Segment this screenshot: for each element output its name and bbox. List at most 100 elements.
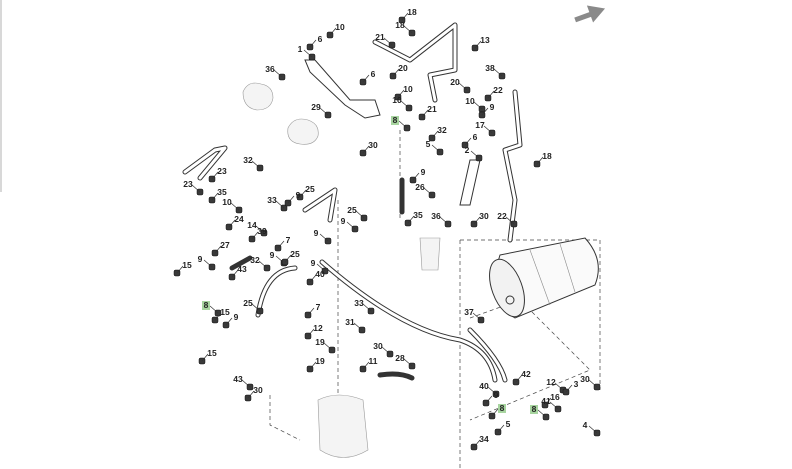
callout-30[interactable]: 30 — [253, 385, 263, 395]
callout-18[interactable]: 18 — [407, 7, 417, 17]
leader-line — [176, 265, 184, 274]
leader-line — [472, 312, 482, 321]
callout-15[interactable]: 15 — [207, 348, 217, 358]
callout-36[interactable]: 36 — [431, 211, 441, 221]
callout-38[interactable]: 38 — [485, 63, 495, 73]
callout-39[interactable]: 39 — [257, 226, 267, 236]
leader-line — [277, 240, 285, 249]
callout-10[interactable]: 10 — [465, 96, 475, 106]
callout-7[interactable]: 7 — [316, 302, 321, 312]
callout-9[interactable]: 9 — [421, 167, 426, 177]
callout-12[interactable]: 12 — [546, 377, 556, 387]
callout-25[interactable]: 25 — [290, 249, 300, 259]
callout-26[interactable]: 26 — [415, 182, 425, 192]
callout-9[interactable]: 9 — [494, 390, 499, 400]
callout-35[interactable]: 35 — [413, 210, 423, 220]
callout-6[interactable]: 6 — [318, 34, 323, 44]
callout-34[interactable]: 34 — [479, 434, 489, 444]
callout-1[interactable]: 1 — [298, 44, 303, 54]
callout-30[interactable]: 30 — [368, 140, 378, 150]
callout-6[interactable]: 6 — [473, 132, 478, 142]
leader-line — [362, 145, 370, 154]
arrow-right-icon[interactable] — [572, 0, 608, 28]
callout-13[interactable]: 13 — [480, 35, 490, 45]
callout-30[interactable]: 30 — [479, 211, 489, 221]
callout-11[interactable]: 11 — [369, 356, 378, 366]
callout-20[interactable]: 20 — [450, 77, 460, 87]
callout-9[interactable]: 9 — [314, 228, 319, 238]
callout-41[interactable]: 41 — [541, 396, 551, 406]
callout-15[interactable]: 15 — [220, 307, 230, 317]
callout-27[interactable]: 27 — [220, 240, 230, 250]
callout-23[interactable]: 23 — [183, 179, 193, 189]
callout-10[interactable]: 10 — [403, 84, 413, 94]
callout-40[interactable]: 40 — [315, 269, 325, 279]
callout-22[interactable]: 22 — [497, 211, 507, 221]
callout-43[interactable]: 43 — [237, 264, 247, 274]
leader-line — [362, 303, 372, 312]
callout-2[interactable]: 2 — [465, 145, 470, 155]
callout-29[interactable]: 29 — [311, 102, 321, 112]
callout-23[interactable]: 23 — [217, 166, 227, 176]
callout-33[interactable]: 33 — [267, 195, 277, 205]
callout-15[interactable]: 15 — [182, 260, 192, 270]
callout-8[interactable]: 8 — [500, 403, 505, 413]
callout-9[interactable]: 9 — [341, 216, 346, 226]
callout-30[interactable]: 30 — [373, 341, 383, 351]
callout-16[interactable]: 16 — [550, 392, 560, 402]
leader-line — [493, 68, 503, 77]
callout-8[interactable]: 8 — [204, 300, 209, 310]
callout-24[interactable]: 24 — [234, 214, 244, 224]
callout-28[interactable]: 28 — [395, 353, 405, 363]
callout-5[interactable]: 5 — [506, 419, 511, 429]
leader-line — [362, 74, 370, 83]
leader-line — [412, 172, 420, 181]
callout-highlight — [202, 301, 210, 310]
callout-36[interactable]: 36 — [265, 64, 275, 74]
callout-37[interactable]: 37 — [464, 307, 474, 317]
callout-4[interactable]: 4 — [583, 420, 588, 430]
callout-31[interactable]: 31 — [345, 317, 355, 327]
callout-6[interactable]: 6 — [371, 69, 376, 79]
callout-8[interactable]: 8 — [532, 404, 537, 414]
callout-5[interactable]: 5 — [426, 139, 431, 149]
callout-10[interactable]: 10 — [335, 22, 345, 32]
callout-18[interactable]: 18 — [542, 151, 552, 161]
callout-21[interactable]: 21 — [375, 32, 385, 42]
callout-18[interactable]: 18 — [395, 20, 405, 30]
callout-10[interactable]: 10 — [222, 197, 232, 207]
callout-14[interactable]: 14 — [247, 220, 257, 230]
callout-32[interactable]: 32 — [437, 125, 447, 135]
callout-43[interactable]: 43 — [233, 374, 243, 384]
callout-30[interactable]: 30 — [580, 374, 590, 384]
leader-line — [275, 200, 285, 209]
callout-33[interactable]: 33 — [354, 298, 364, 308]
callout-40[interactable]: 40 — [479, 381, 489, 391]
callout-21[interactable]: 21 — [427, 104, 437, 114]
callout-42[interactable]: 42 — [521, 369, 531, 379]
callout-19[interactable]: 19 — [315, 356, 325, 366]
callout-35[interactable]: 35 — [217, 187, 227, 197]
callout-9[interactable]: 9 — [296, 190, 301, 200]
callout-32[interactable]: 32 — [250, 255, 260, 265]
callout-25[interactable]: 25 — [347, 205, 357, 215]
leader-line — [299, 189, 307, 198]
callout-25[interactable]: 25 — [305, 184, 315, 194]
callout-9[interactable]: 9 — [311, 258, 316, 268]
callout-10[interactable]: 10 — [392, 95, 402, 105]
leader-line — [407, 215, 415, 224]
callout-19[interactable]: 19 — [315, 337, 325, 347]
callout-9[interactable]: 9 — [270, 250, 275, 260]
callout-32[interactable]: 32 — [243, 155, 253, 165]
callout-9[interactable]: 9 — [490, 102, 495, 112]
callout-22[interactable]: 22 — [493, 85, 503, 95]
callout-9[interactable]: 9 — [198, 254, 203, 264]
callout-25[interactable]: 25 — [243, 298, 253, 308]
callout-17[interactable]: 17 — [475, 120, 485, 130]
callout-7[interactable]: 7 — [286, 235, 291, 245]
callout-3[interactable]: 3 — [574, 379, 579, 389]
callout-9[interactable]: 9 — [234, 312, 239, 322]
callout-8[interactable]: 8 — [393, 115, 398, 125]
callout-12[interactable]: 12 — [313, 323, 323, 333]
callout-20[interactable]: 20 — [398, 63, 408, 73]
